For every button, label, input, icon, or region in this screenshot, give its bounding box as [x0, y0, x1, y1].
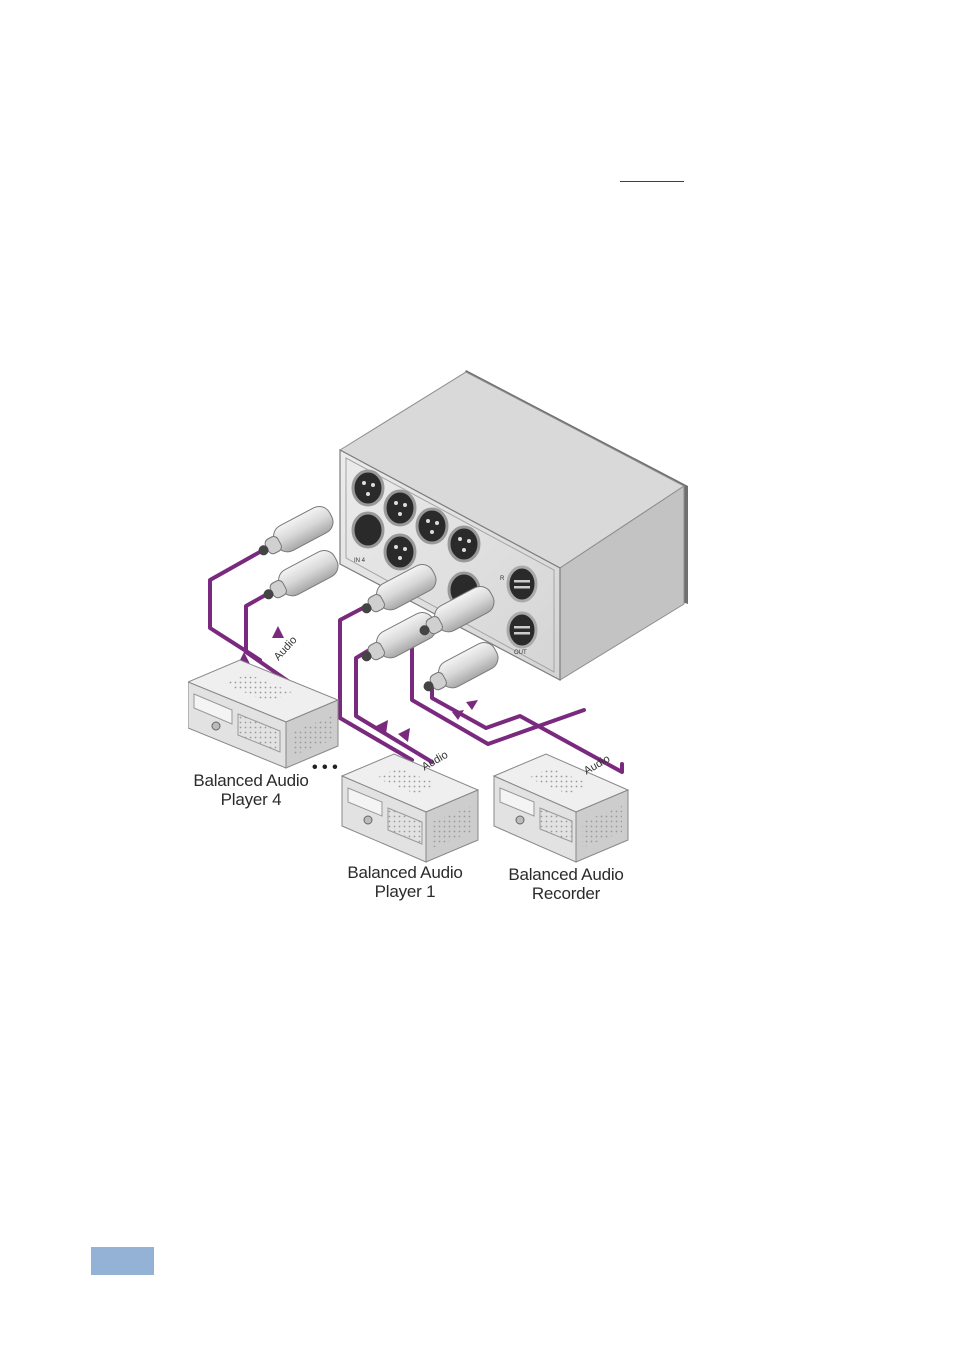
xlr-connector-row-bottom	[351, 511, 481, 609]
page-number-tab	[91, 1247, 154, 1275]
hyperlink-underline[interactable]	[620, 181, 684, 182]
diagram-canvas: IN 4 R OUT	[188, 370, 688, 863]
panel-label-out: OUT	[514, 650, 527, 656]
arrow-icon	[466, 700, 478, 710]
balanced-audio-player-4-device	[188, 659, 340, 769]
label-player-1: Balanced Audio Player 1	[340, 863, 470, 901]
xlr-output-connectors	[506, 565, 538, 649]
cable-player4-b	[244, 586, 300, 690]
label-recorder-line2: Recorder	[531, 884, 601, 903]
audio-cables	[208, 542, 624, 774]
label-player-4-line1: Balanced Audio	[193, 771, 309, 790]
arrow-icon	[452, 710, 464, 720]
label-player-1-line2: Player 1	[374, 882, 436, 901]
continuation-ellipsis: • • •	[312, 759, 338, 776]
label-player-4-line2: Player 4	[220, 790, 282, 809]
label-player-4: Balanced Audio Player 4	[186, 771, 316, 809]
panel-label-in4: IN 4	[354, 558, 366, 564]
xlr-plugs	[258, 505, 499, 692]
panel-label-r: R	[500, 576, 505, 582]
xlr-connector-row-top	[351, 469, 481, 563]
audio-connection-diagram: IN 4 R OUT	[186, 368, 690, 903]
arrow-icon	[272, 626, 284, 638]
label-recorder-line1: Balanced Audio	[508, 865, 624, 884]
cable-recorder-b	[430, 680, 624, 774]
arrow-icon	[398, 728, 410, 742]
cable-player4-a	[208, 542, 276, 662]
balanced-audio-player-1-device	[340, 753, 480, 863]
arrow-icon	[376, 720, 388, 734]
cable-label-player1: Audio	[420, 749, 450, 773]
balanced-audio-recorder-device	[492, 753, 630, 863]
label-player-1-line1: Balanced Audio	[347, 863, 463, 882]
cable-player1-a	[338, 598, 414, 762]
label-recorder: Balanced Audio Recorder	[500, 865, 632, 903]
cable-label-player4: Audio	[272, 634, 300, 663]
